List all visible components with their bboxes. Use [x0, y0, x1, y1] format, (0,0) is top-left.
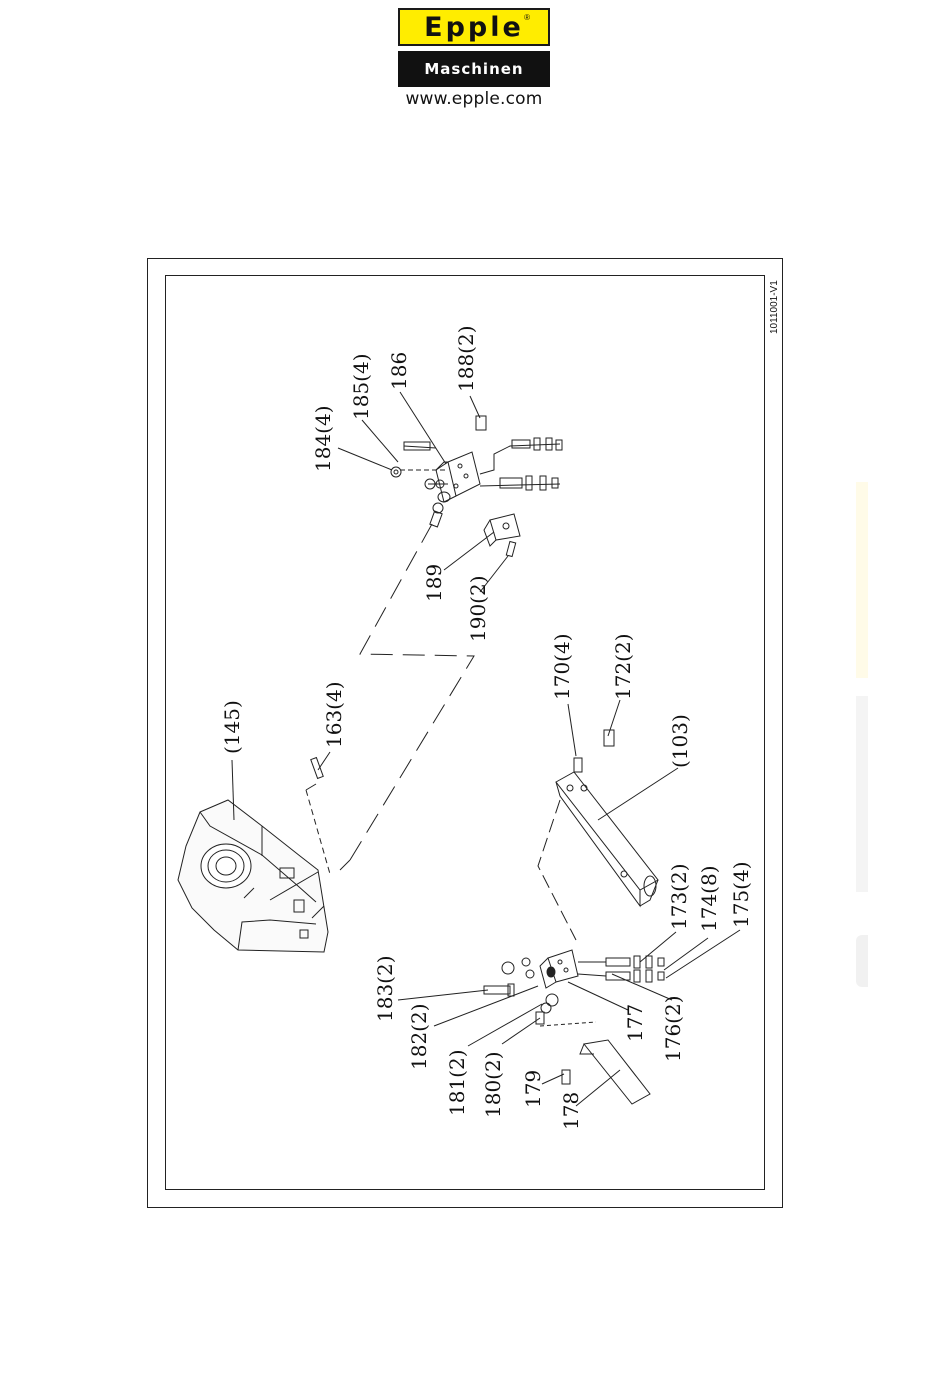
callout-176: 176(2) [661, 995, 685, 1062]
callout-182: 182(2) [407, 1003, 431, 1070]
callout-103: (103) [668, 714, 692, 768]
callout-180: 180(2) [481, 1051, 505, 1118]
callout-181: 181(2) [445, 1049, 469, 1116]
callout-175: 175(4) [729, 861, 753, 928]
callout-186: 186 [387, 352, 411, 390]
callout-190: 190(2) [466, 575, 490, 642]
document-id: 1011001-V1 [769, 280, 780, 334]
callout-189: 189 [422, 564, 446, 602]
callout-188: 188(2) [454, 325, 478, 392]
callout-179: 179 [521, 1070, 545, 1108]
mounting-bar-part-103 [556, 730, 658, 906]
callout-184: 184(4) [311, 405, 335, 472]
callout-163: 163(4) [322, 681, 346, 748]
callout-145: (145) [220, 700, 244, 754]
upper-bracket-assembly [391, 416, 562, 557]
callout-labels: (145) 163(4) 184(4) 185(4) 186 188(2) 18… [220, 280, 780, 1130]
callout-178: 178 [559, 1092, 583, 1130]
callout-185: 185(4) [349, 353, 373, 420]
callout-172: 172(2) [611, 633, 635, 700]
callout-173: 173(2) [667, 863, 691, 930]
callout-183: 183(2) [373, 955, 397, 1022]
callout-170: 170(4) [550, 633, 574, 700]
housing-part-145 [178, 800, 328, 952]
callout-177: 177 [623, 1004, 647, 1042]
callout-174: 174(8) [697, 865, 721, 932]
